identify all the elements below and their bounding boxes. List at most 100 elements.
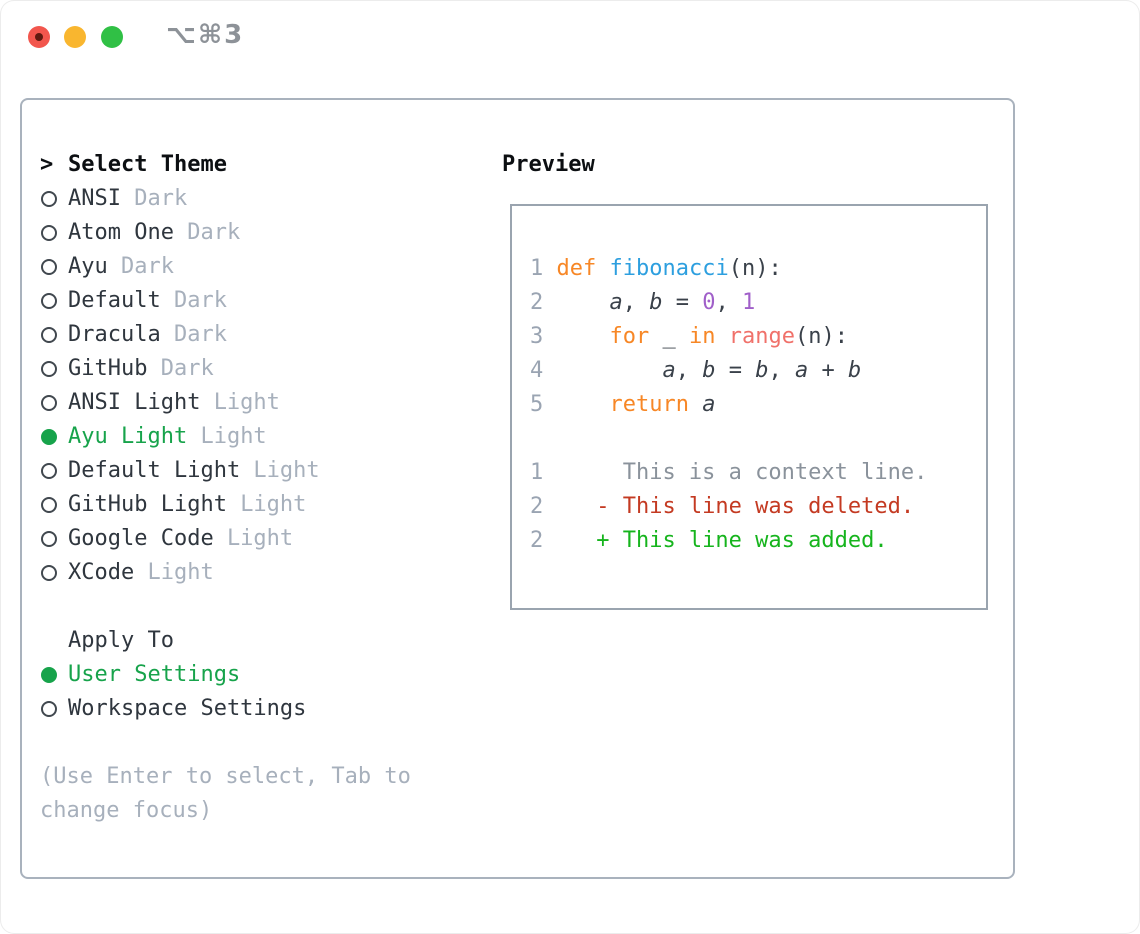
code-line-text: return a [556, 392, 715, 417]
theme-variant: Dark [120, 254, 174, 279]
hint-text: (Use Enter to select, Tab to change focu… [40, 764, 411, 823]
line-number: 1 [530, 460, 544, 485]
code-line-text: for _ in range(n): [556, 324, 847, 349]
code-segment-plain: + [808, 358, 848, 383]
code-line-text: - This line was deleted. [556, 494, 914, 519]
code-segment-kw: return [609, 392, 689, 417]
code-segment-plain: = [662, 290, 703, 315]
theme-variant: Light [226, 526, 294, 551]
apply-option-user-settings[interactable]: User Settings [40, 658, 440, 692]
maximize-button[interactable] [101, 26, 123, 48]
selected-radio-icon [41, 667, 57, 683]
unselected-radio-icon [41, 293, 57, 309]
code-segment-plain [556, 358, 662, 383]
theme-variant: Dark [173, 322, 227, 347]
code-segment-plain [556, 392, 609, 417]
theme-option-label: Dracula Dark [68, 318, 227, 352]
radio-prefix [40, 658, 68, 692]
theme-variant: Light [147, 560, 214, 585]
line-number: 3 [530, 324, 544, 349]
unselected-radio-icon [41, 497, 57, 513]
code-segment-plain: _ [649, 324, 689, 349]
unselected-radio-icon [41, 225, 57, 241]
unselected-radio-icon [41, 565, 57, 581]
radio-prefix [40, 318, 68, 352]
theme-option-ansi[interactable]: ANSI Dark [40, 182, 440, 216]
code-segment-plain: (n): [794, 324, 848, 349]
close-button[interactable] [28, 26, 50, 48]
radio-prefix [40, 386, 68, 420]
spacer [40, 590, 440, 624]
code-segment-plain [596, 256, 609, 281]
close-dot-icon [35, 33, 43, 41]
unselected-radio-icon [41, 463, 57, 479]
code-segment-plain [715, 324, 728, 349]
radio-prefix [40, 420, 68, 454]
spacer [40, 726, 440, 760]
apply-option-label: User Settings [68, 658, 240, 692]
window-shortcut-label: ⌥⌘3 [166, 20, 245, 50]
minimize-button[interactable] [64, 26, 86, 48]
code-segment-kw: for [609, 324, 650, 349]
code-line-text: This is a context line. [556, 460, 928, 485]
theme-name: Dracula [68, 322, 161, 347]
code-segment-plain [689, 392, 702, 417]
line-number: 4 [530, 358, 544, 383]
code-segment-var: a [662, 358, 676, 383]
code-segment-kw: def [556, 256, 597, 281]
theme-name: ANSI [68, 186, 121, 211]
unselected-radio-icon [41, 327, 57, 343]
code-line [530, 422, 986, 456]
code-segment-plain: , [622, 290, 650, 315]
apply-name: Workspace Settings [68, 696, 307, 721]
unselected-radio-icon [41, 191, 57, 207]
theme-name: Ayu [68, 254, 108, 279]
theme-variant: Dark [134, 186, 188, 211]
line-number: 2 [530, 290, 544, 315]
radio-prefix [40, 556, 68, 590]
code-segment-ctx: This is a context line. [556, 460, 928, 485]
theme-variant: Dark [173, 288, 227, 313]
radio-prefix [40, 692, 68, 726]
theme-variant: Light [253, 458, 320, 483]
code-segment-plain [556, 290, 609, 315]
unselected-radio-icon [41, 395, 57, 411]
apply-option-workspace-settings[interactable]: Workspace Settings [40, 692, 440, 726]
code-segment-plain [556, 324, 609, 349]
code-segment-const: 1 [741, 290, 756, 315]
unselected-radio-icon [41, 361, 57, 377]
code-segment-add: + This line was added. [556, 528, 888, 553]
code-line: 2 + This line was added. [530, 524, 986, 558]
code-segment-del: - This line was deleted. [556, 494, 915, 519]
code-line: 5 return a [530, 388, 986, 422]
preview-title: Preview [502, 152, 595, 177]
line-number: 2 [530, 494, 544, 519]
line-number: 1 [530, 256, 544, 281]
apply-to-title: Apply To [68, 628, 174, 653]
radio-prefix [40, 454, 68, 488]
theme-option-dracula[interactable]: Dracula Dark [40, 318, 440, 352]
line-number: 2 [530, 528, 544, 553]
code-segment-var: b [649, 290, 663, 315]
theme-variant: Dark [160, 356, 214, 381]
theme-option-ayu[interactable]: Ayu Dark [40, 250, 440, 284]
